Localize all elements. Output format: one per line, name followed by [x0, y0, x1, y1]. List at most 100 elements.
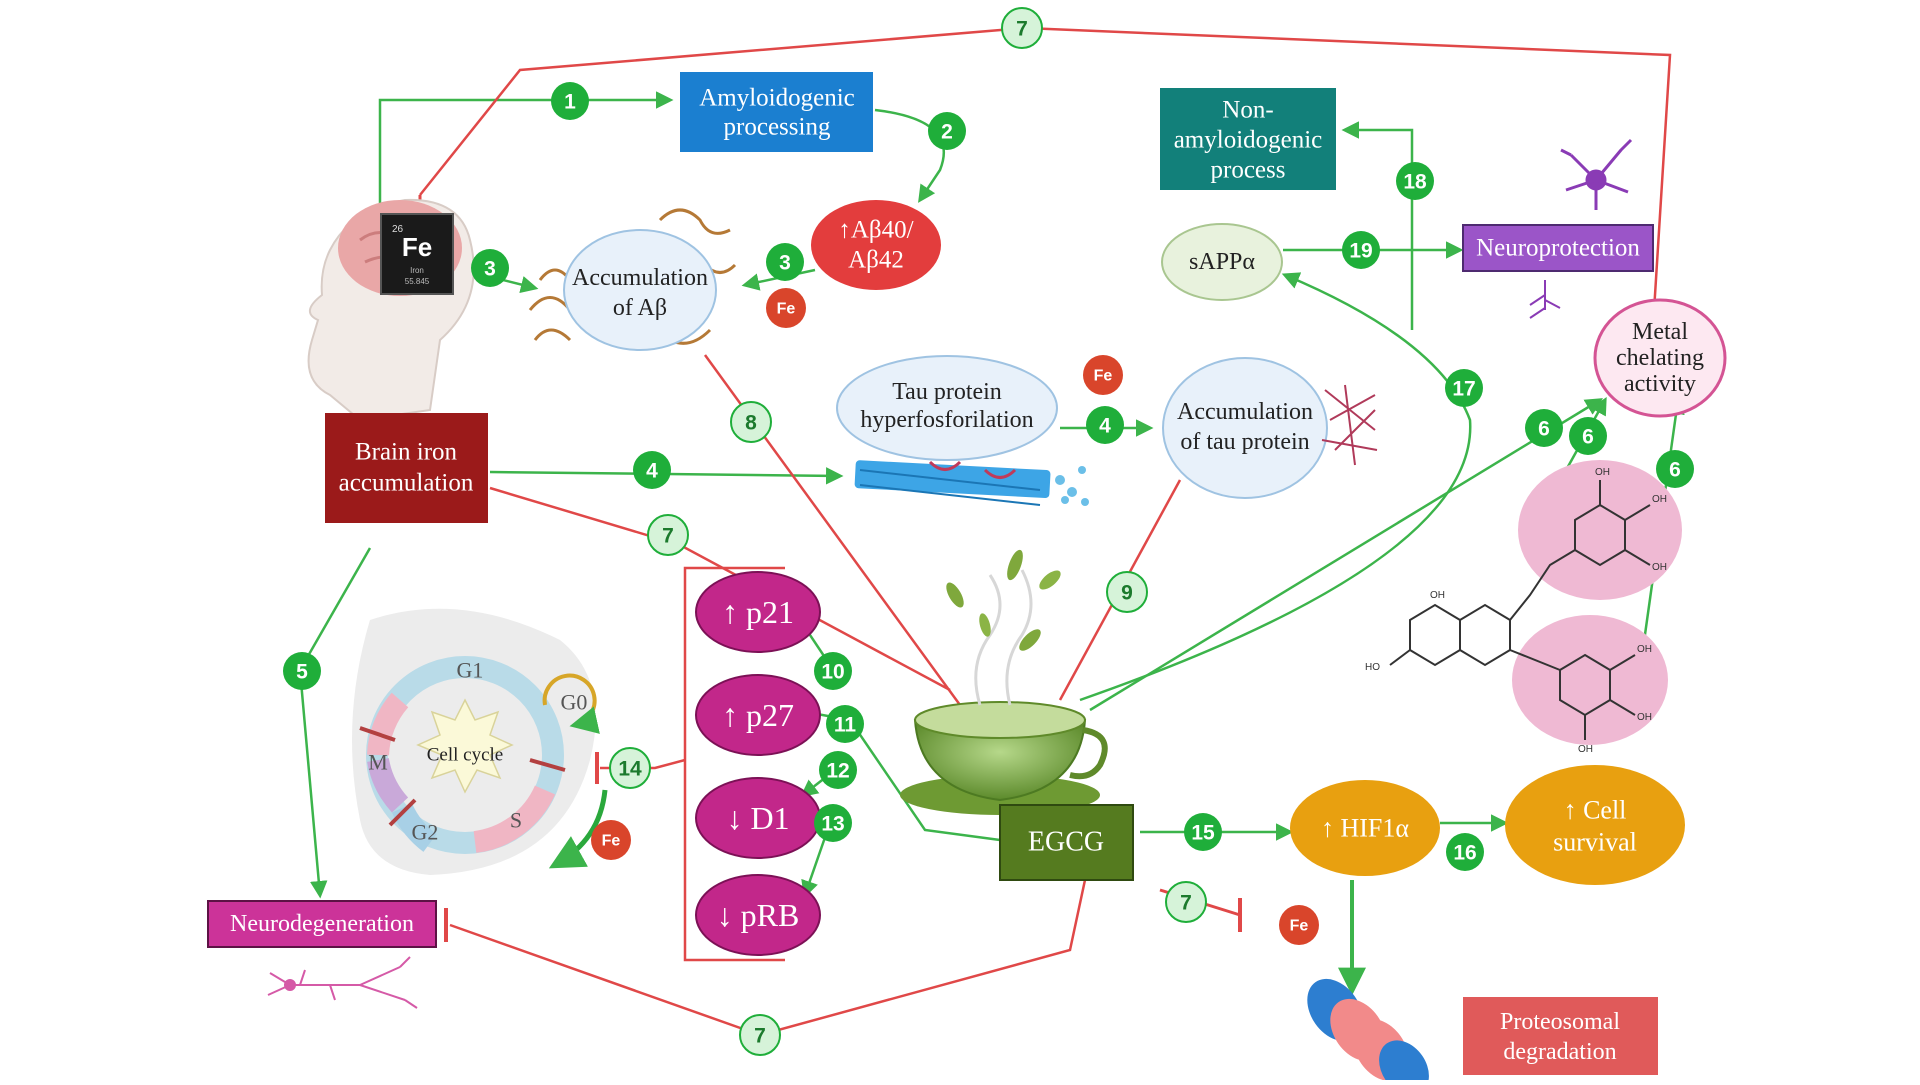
step-badge-7: 7 — [739, 1014, 781, 1056]
svg-text:M: M — [368, 750, 388, 775]
svg-text:Metal: Metal — [1632, 319, 1688, 345]
svg-text:Brain iron: Brain iron — [355, 439, 458, 466]
svg-text:↑ Cell: ↑ Cell — [1564, 796, 1627, 825]
svg-text:hyperfosforilation: hyperfosforilation — [860, 407, 1033, 433]
metal-chelating-node: Metal chelating activity — [1593, 298, 1727, 418]
step-badge-16: 16 — [1446, 833, 1484, 871]
neuroprotection-box: Neuroprotection — [1462, 224, 1654, 272]
step-badge-6: 6 — [1569, 417, 1607, 455]
egcg-molecule-structure: OH OH OH OH OH OH HO OH — [1365, 460, 1682, 755]
svg-text:degradation: degradation — [1503, 1039, 1616, 1065]
step-badge-7: 7 — [1165, 881, 1207, 923]
svg-text:7: 7 — [1180, 892, 1192, 915]
svg-text:chelating: chelating — [1616, 345, 1704, 371]
svg-text:survival: survival — [1553, 828, 1637, 857]
step-badges: 1 2 3 3 4 4 5 6 6 6 10 11 12 13 15 16 17… — [283, 7, 1694, 1056]
svg-text:3: 3 — [484, 258, 496, 281]
svg-text:13: 13 — [821, 813, 844, 836]
svg-text:Non-: Non- — [1222, 97, 1273, 124]
tau-tangle-icon — [1321, 384, 1378, 466]
svg-text:OH: OH — [1652, 562, 1667, 573]
svg-text:S: S — [510, 808, 522, 833]
svg-text:14: 14 — [618, 758, 642, 781]
svg-text:↓ D1: ↓ D1 — [726, 800, 789, 836]
step-badge-5: 5 — [283, 652, 321, 690]
step-badge-17: 17 — [1445, 369, 1483, 407]
iron-badges: Fe Fe Fe Fe — [591, 288, 1319, 945]
svg-text:↑ HIF1α: ↑ HIF1α — [1321, 814, 1409, 843]
cell-cycle-panel: Cell cycle G1 G0 M G2 S — [352, 608, 608, 875]
step-badge-6: 6 — [1656, 450, 1694, 488]
svg-text:process: process — [1211, 157, 1286, 184]
svg-text:55.845: 55.845 — [405, 277, 430, 286]
svg-text:4: 4 — [646, 460, 658, 483]
svg-text:↑ p21: ↑ p21 — [722, 594, 794, 630]
step-badge-7: 7 — [1001, 7, 1043, 49]
svg-text:Iron: Iron — [410, 266, 424, 275]
step-badge-15: 15 — [1184, 813, 1222, 851]
svg-text:Cell cycle: Cell cycle — [427, 745, 504, 766]
svg-text:Proteosomal: Proteosomal — [1500, 1009, 1620, 1035]
step-badge-18: 18 — [1396, 162, 1434, 200]
step-badge-10: 10 — [814, 652, 852, 690]
step-badge-4: 4 — [633, 451, 671, 489]
svg-text:OH: OH — [1578, 744, 1593, 755]
step-badge-6: 6 — [1525, 409, 1563, 447]
svg-text:7: 7 — [1016, 18, 1028, 41]
svg-text:Tau protein: Tau protein — [892, 379, 1002, 405]
svg-text:sAPPα: sAPPα — [1189, 249, 1255, 275]
egcg-box: EGCG — [999, 804, 1134, 881]
svg-text:OH: OH — [1595, 467, 1610, 478]
svg-text:↓ pRB: ↓ pRB — [717, 897, 800, 933]
non-amyloidogenic-box: Non- amyloidogenic process — [1160, 88, 1336, 190]
green-tea-cup-icon — [900, 549, 1108, 815]
svg-text:↑ p27: ↑ p27 — [722, 697, 794, 733]
connector-paths — [298, 26, 1685, 1037]
svg-text:amyloidogenic: amyloidogenic — [1174, 127, 1323, 154]
svg-text:7: 7 — [662, 525, 674, 548]
step-badge-7: 7 — [647, 514, 689, 556]
svg-text:Fe: Fe — [402, 232, 432, 262]
step-badge-3: 3 — [471, 249, 509, 287]
svg-text:1: 1 — [564, 91, 576, 114]
svg-text:Fe: Fe — [1290, 918, 1309, 935]
accumulation-abeta-node: Accumulation of Aβ — [563, 229, 717, 351]
tau-hyperphosphorylation-node: Tau protein hyperfosforilation — [836, 355, 1058, 461]
neuron-icon — [1560, 138, 1633, 210]
svg-text:accumulation: accumulation — [339, 470, 474, 497]
step-badge-12: 12 — [819, 751, 857, 789]
svg-text:of tau protein: of tau protein — [1180, 429, 1309, 455]
svg-text:8: 8 — [745, 412, 757, 435]
iron-badge: Fe — [1279, 905, 1319, 945]
svg-text:6: 6 — [1582, 426, 1594, 449]
svg-text:EGCG: EGCG — [1028, 827, 1104, 858]
svg-text:15: 15 — [1191, 822, 1215, 845]
svg-text:18: 18 — [1403, 171, 1427, 194]
svg-text:26: 26 — [392, 224, 404, 235]
svg-text:G0: G0 — [561, 690, 588, 715]
step-badge-3: 3 — [766, 243, 804, 281]
prb-node: ↓ pRB — [695, 874, 821, 956]
step-badge-1: 1 — [551, 82, 589, 120]
iron-element-tile: 26 Fe Iron 55.845 — [380, 213, 454, 295]
svg-text:12: 12 — [826, 760, 849, 783]
neuron-small-icon — [1529, 280, 1561, 319]
svg-text:Fe: Fe — [602, 833, 621, 850]
svg-text:16: 16 — [1453, 842, 1476, 865]
svg-text:↑Aβ40/: ↑Aβ40/ — [838, 217, 913, 244]
iron-badge: Fe — [766, 288, 806, 328]
step-badge-13: 13 — [814, 804, 852, 842]
step-badge-4: 4 — [1086, 406, 1124, 444]
svg-text:17: 17 — [1452, 378, 1475, 401]
cell-survival-node: ↑ Cell survival — [1505, 765, 1685, 885]
damaged-neuron-icon — [267, 956, 418, 1009]
hif1a-node: ↑ HIF1α — [1290, 780, 1440, 876]
svg-text:3: 3 — [779, 252, 791, 275]
svg-text:11: 11 — [834, 714, 857, 737]
svg-text:Fe: Fe — [1094, 368, 1113, 385]
proteasome-icon — [1307, 978, 1429, 1085]
neurodegeneration-box: Neurodegeneration — [207, 900, 437, 948]
p27-node: ↑ p27 — [695, 674, 821, 756]
iron-badge: Fe — [591, 820, 631, 860]
